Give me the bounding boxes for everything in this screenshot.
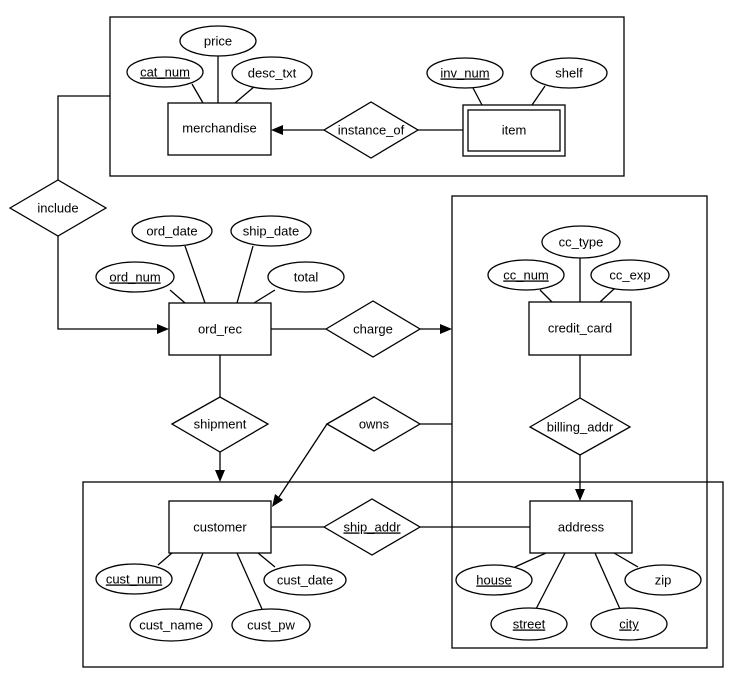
entity-ord-rec-label: ord_rec xyxy=(198,321,243,336)
attribute-ord-date: ord_date xyxy=(131,215,213,247)
attribute-cc-type-label: cc_type xyxy=(559,234,604,249)
attribute-city-label: city xyxy=(619,616,639,631)
entity-customer-label: customer xyxy=(193,519,247,534)
customer-group-frame xyxy=(82,481,724,668)
payment-group-frame xyxy=(451,195,708,649)
attribute-cust-num: cust_num xyxy=(95,563,173,595)
attribute-cc-exp: cc_exp xyxy=(590,259,670,291)
attribute-cc-exp-label: cc_exp xyxy=(609,267,650,282)
line-frame-include xyxy=(57,95,110,180)
attribute-cust-num-label: cust_num xyxy=(106,571,162,586)
line-ord-num xyxy=(169,289,186,304)
attribute-city: city xyxy=(590,607,668,641)
relationship-billing-addr-label: billing_addr xyxy=(547,419,614,434)
line-total xyxy=(253,289,276,304)
line-cust-pw xyxy=(236,552,263,610)
relationship-shipment-label: shipment xyxy=(194,416,247,431)
line-desc-txt xyxy=(234,85,256,104)
line-cc-num xyxy=(539,289,553,303)
entity-customer: customer xyxy=(168,500,272,554)
attribute-inv-num-label: inv_num xyxy=(440,65,489,80)
attribute-cust-name: cust_name xyxy=(129,608,213,642)
attribute-cc-num-label: cc_num xyxy=(503,267,549,282)
relationship-owns: owns xyxy=(325,396,422,452)
entity-item-label: item xyxy=(502,122,527,137)
line-inv-num xyxy=(471,85,483,106)
attribute-cust-pw: cust_pw xyxy=(231,608,311,642)
line-cust-date xyxy=(257,552,276,568)
line-owns-customer xyxy=(278,423,328,498)
attribute-cust-date-label: cust_date xyxy=(277,572,333,587)
attribute-cat-num-label: cat_num xyxy=(140,64,190,79)
arrow-shipment-frame xyxy=(215,470,225,482)
relationship-include: include xyxy=(8,179,108,237)
attribute-cc-type: cc_type xyxy=(541,225,621,259)
relationship-ship-addr: ship_addr xyxy=(322,498,422,556)
attribute-desc-txt-label: desc_txt xyxy=(248,65,297,80)
relationship-shipment: shipment xyxy=(170,396,270,453)
relationship-instance-of: instance_of xyxy=(322,101,420,159)
line-cust-num xyxy=(157,552,173,566)
line-ship-date xyxy=(236,245,254,304)
entity-merchandise-label: merchandise xyxy=(182,120,256,135)
attribute-desc-txt: desc_txt xyxy=(231,56,313,90)
line-cust-name xyxy=(179,552,204,610)
entity-merchandise: merchandise xyxy=(167,102,272,156)
attribute-zip: zip xyxy=(624,564,702,596)
relationship-include-label: include xyxy=(37,200,78,215)
entity-credit-card: credit_card xyxy=(528,301,632,356)
attribute-shelf-label: shelf xyxy=(555,65,583,80)
attribute-price: price xyxy=(179,25,257,57)
line-shelf xyxy=(531,85,546,106)
attribute-zip-label: zip xyxy=(655,572,672,587)
attribute-price-label: price xyxy=(204,33,232,48)
line-cc-exp xyxy=(599,287,616,303)
attribute-cust-name-label: cust_name xyxy=(139,617,203,632)
arrow-instance-merchandise xyxy=(271,125,283,135)
line-zip xyxy=(613,552,639,568)
entity-credit-card-label: credit_card xyxy=(548,320,612,335)
attribute-cat-num: cat_num xyxy=(126,56,204,88)
line-ord-date xyxy=(184,245,206,304)
attribute-ship-date-label: ship_date xyxy=(243,223,299,238)
attribute-total: total xyxy=(267,261,345,293)
attribute-shelf: shelf xyxy=(530,57,608,89)
attribute-ord-date-label: ord_date xyxy=(146,223,197,238)
arrow-charge-frame xyxy=(440,324,452,334)
entity-address: address xyxy=(529,500,633,554)
attribute-cc-num: cc_num xyxy=(487,259,565,291)
attribute-ship-date: ship_date xyxy=(230,215,312,247)
entity-address-label: address xyxy=(558,519,605,534)
attribute-street: street xyxy=(490,607,568,641)
arrow-include-ordrec xyxy=(157,324,169,334)
relationship-charge: charge xyxy=(324,300,422,358)
entity-item: item xyxy=(462,104,566,157)
arrow-billing-address xyxy=(575,489,585,501)
relationship-billing-addr: billing_addr xyxy=(528,397,632,456)
attribute-ord-num: ord_num xyxy=(95,261,175,293)
line-include-ordrec xyxy=(57,236,158,330)
arrow-owns-customer xyxy=(272,494,283,507)
attribute-inv-num: inv_num xyxy=(426,57,504,89)
relationship-charge-label: charge xyxy=(353,321,393,336)
attribute-ord-num-label: ord_num xyxy=(109,269,160,284)
line-street xyxy=(535,552,566,610)
line-city xyxy=(594,552,621,610)
line-cat-num xyxy=(191,83,204,104)
relationship-owns-label: owns xyxy=(359,416,390,431)
entity-ord-rec: ord_rec xyxy=(168,302,272,356)
attribute-cust-pw-label: cust_pw xyxy=(247,617,295,632)
attribute-house-label: house xyxy=(476,572,511,587)
attribute-street-label: street xyxy=(513,616,546,631)
line-house xyxy=(514,552,547,568)
attribute-cust-date: cust_date xyxy=(263,564,347,596)
attribute-house: house xyxy=(455,564,533,596)
relationship-ship-addr-label: ship_addr xyxy=(343,519,401,534)
relationship-instance-of-label: instance_of xyxy=(338,122,405,137)
attribute-total-label: total xyxy=(294,269,319,284)
